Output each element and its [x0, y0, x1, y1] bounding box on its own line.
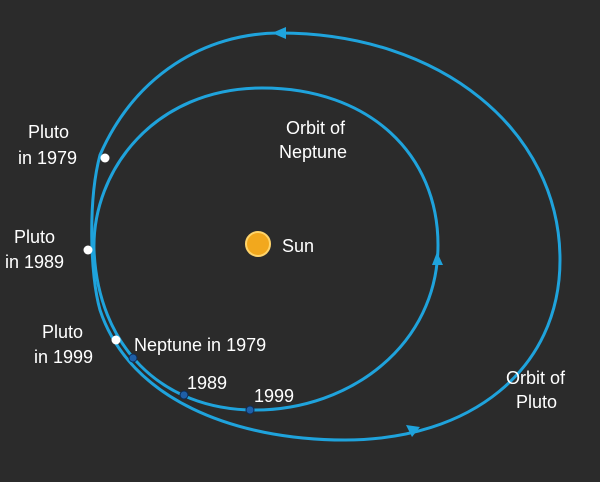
pluto-1979-marker — [100, 153, 110, 163]
pluto-1999-label-line2: in 1999 — [34, 347, 93, 367]
neptune-1989-label: 1989 — [187, 373, 227, 393]
pluto-1979-label: Pluto in 1979 — [18, 122, 77, 168]
pluto-1999-marker — [111, 335, 121, 345]
pluto-orbit-label: Orbit of Pluto — [506, 368, 570, 412]
pluto-orbit — [90, 31, 562, 442]
pluto-1999-label-line1: Pluto — [42, 322, 83, 342]
neptune-orbit — [92, 86, 440, 412]
neptune-1979-marker — [128, 353, 138, 363]
pluto-1979-label-line2: in 1979 — [18, 148, 77, 168]
pluto-1979-label-line1: Pluto — [28, 122, 69, 142]
pluto-1989-marker — [83, 245, 93, 255]
pluto-orbit-label-line2: Pluto — [516, 392, 557, 412]
pluto-orbit-arrow-bottom — [406, 425, 420, 437]
neptune-orbit-label-line1: Orbit of — [286, 118, 346, 138]
neptune-orbit-arrow — [432, 252, 443, 265]
pluto-1989-label-line1: Pluto — [14, 227, 55, 247]
neptune-1989-marker — [179, 390, 189, 400]
pluto-orbit-label-line1: Orbit of — [506, 368, 566, 388]
pluto-1999-label: Pluto in 1999 — [34, 322, 93, 367]
neptune-1979-label: Neptune in 1979 — [134, 335, 266, 355]
neptune-1999-marker — [245, 405, 255, 415]
sun-icon — [245, 231, 271, 257]
sun-label: Sun — [282, 236, 314, 256]
neptune-1999-label: 1999 — [254, 386, 294, 406]
neptune-orbit-label: Orbit of Neptune — [279, 118, 350, 162]
pluto-1989-label-line2: in 1989 — [5, 252, 64, 272]
neptune-orbit-label-line2: Neptune — [279, 142, 347, 162]
pluto-orbit-arrow-top — [272, 27, 286, 39]
pluto-1989-label: Pluto in 1989 — [5, 227, 64, 272]
